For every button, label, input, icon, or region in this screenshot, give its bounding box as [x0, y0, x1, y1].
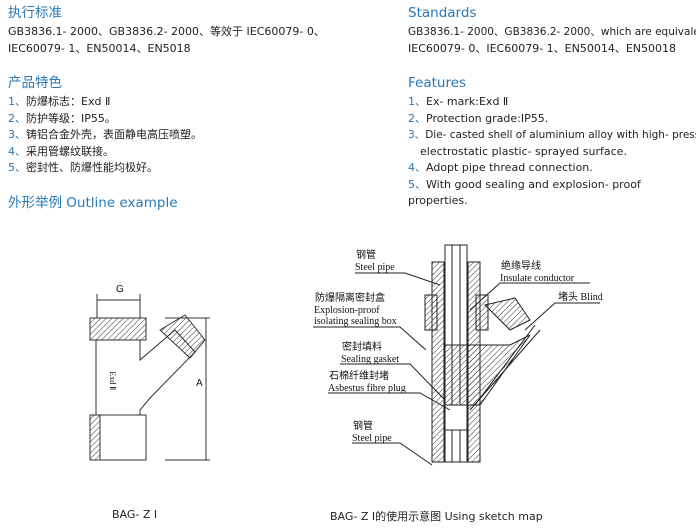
standards-line: IEC60079- 1、EN50014、EN5018 — [8, 41, 191, 55]
label-steel-pipe-bot: Steel pipe — [352, 433, 392, 444]
standards-heading-cn: 执行标准 — [8, 5, 62, 21]
label-box-en1: Explosion-proof — [314, 305, 380, 316]
label-gasket: Sealing gasket — [341, 354, 400, 365]
standards-line: GB3836.1- 2000、GB3836.2- 2000、等效于 IEC600… — [8, 25, 325, 38]
outline-heading: 外形举例 Outline example — [8, 194, 178, 211]
right-column: Standards GB3836.1- 2000、GB3836.2- 2000、… — [408, 4, 696, 210]
sketch-caption: BAG- Z Ⅰ的使用示意图 Using sketch map — [330, 510, 543, 523]
feature-item: 3、铸铝合金外壳，表面静电高压喷塑。 — [8, 128, 202, 141]
feature-item: 3、Die- casted shell of aluminium alloy w… — [408, 129, 696, 141]
label-plug: Asbestus fibre plug — [328, 383, 406, 394]
exd-mark: Exd Ⅱ — [108, 371, 118, 391]
label-box-cn: 防爆隔离密封盒 — [315, 293, 385, 304]
features-heading-en: Features — [408, 75, 467, 91]
dim-g-label: G — [116, 284, 124, 295]
label-plug-cn: 石棉纤维封堵 — [329, 371, 389, 382]
feature-item: 5、With good sealing and explosion- proof… — [408, 177, 641, 208]
left-column: 执行标准 GB3836.1- 2000、GB3836.2- 2000、等效于 I… — [8, 4, 388, 214]
outline-caption: BAG- Z Ⅰ — [112, 508, 158, 521]
label-box-en2: isolating sealing box — [314, 316, 397, 327]
standards-line: IEC60079- 0、IEC60079- 1、EN50014、EN50018 — [408, 41, 677, 55]
features-heading-cn: 产品特色 — [8, 75, 62, 91]
feature-item: 5、密封性、防爆性能均极好。 — [8, 161, 158, 174]
label-gasket-cn: 密封填料 — [342, 342, 382, 353]
feature-item: 4、采用管螺纹联接。 — [8, 144, 114, 158]
standards-line: GB3836.1- 2000、GB3836.2- 2000、which are … — [408, 26, 696, 38]
label-steel-pipe-bot-cn: 钢管 — [353, 421, 373, 432]
dim-a-label: A — [196, 378, 203, 389]
sketch-drawing — [313, 244, 600, 466]
feature-item: 2、Protection grade:IP55. — [408, 111, 549, 125]
feature-item: 4、Adopt pipe thread connection. — [408, 161, 593, 174]
feature-item-cont: electrostatic plastic- sprayed surface. — [420, 144, 627, 158]
feature-item: 2、防护等级：IP55。 — [8, 111, 116, 125]
label-steel-pipe-top-cn: 钢管 — [356, 250, 376, 261]
label-conductor: Insulate conductor — [500, 273, 575, 284]
feature-item: 1、Ex- mark:Exd Ⅱ — [408, 95, 509, 108]
standards-heading-en: Standards — [408, 5, 477, 21]
feature-item: 1、防爆标志：Exd Ⅱ — [8, 95, 111, 108]
label-conductor-cn: 绝缘导线 — [501, 261, 541, 272]
label-blind: 堵头 Blind — [558, 292, 603, 303]
outline-drawing — [89, 294, 210, 461]
label-steel-pipe-top: Steel pipe — [355, 262, 395, 273]
